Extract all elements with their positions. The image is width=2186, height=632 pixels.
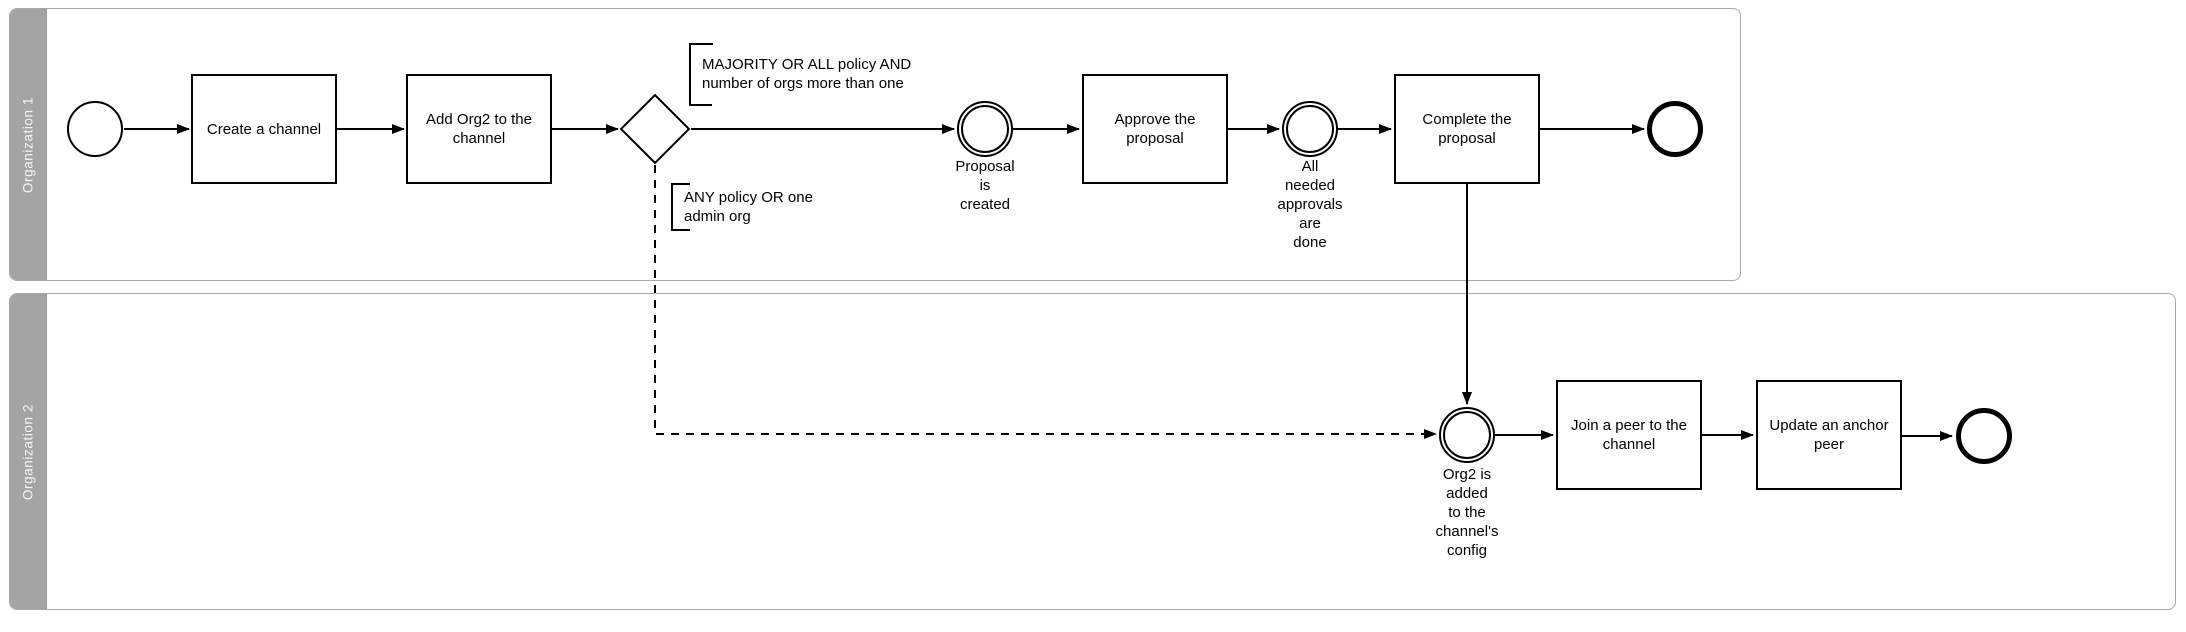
task-complete-proposal-label: Complete the proposal xyxy=(1422,111,1512,147)
task-join-peer: Join a peer to the channel xyxy=(1556,380,1702,490)
task-create-channel-label: Create a channel xyxy=(206,120,322,138)
task-complete-proposal: Complete the proposal xyxy=(1394,74,1540,184)
end-event-org1 xyxy=(1647,101,1703,157)
lane-organization-1-header: Organization 1 xyxy=(10,9,47,280)
task-update-anchor-peer-label: Update an anchor peer xyxy=(1769,417,1889,453)
label-proposal-created: Proposal is created xyxy=(955,158,1015,213)
task-approve-proposal-label: Approve the proposal xyxy=(1114,111,1196,147)
task-add-org2-label: Add Org2 to the channel xyxy=(426,111,532,147)
label-org2-added: Org2 is added to the channel's config xyxy=(1435,466,1499,559)
annotation-majority-policy: MAJORITY OR ALL policy AND number of org… xyxy=(702,56,912,92)
task-create-channel: Create a channel xyxy=(191,74,337,184)
task-update-anchor-peer: Update an anchor peer xyxy=(1756,380,1902,490)
start-event xyxy=(67,101,123,157)
task-approve-proposal: Approve the proposal xyxy=(1082,74,1228,184)
task-join-peer-label: Join a peer to the channel xyxy=(1571,417,1687,453)
annotation-any-policy: ANY policy OR one admin org xyxy=(684,189,813,225)
intermediate-event-approvals-done xyxy=(1282,101,1338,157)
intermediate-event-org2-added xyxy=(1439,407,1495,463)
lane-organization-2-header: Organization 2 xyxy=(10,294,47,609)
task-add-org2: Add Org2 to the channel xyxy=(406,74,552,184)
intermediate-event-proposal-created xyxy=(957,101,1013,157)
annotation-bracket-any xyxy=(671,183,690,231)
label-approvals-done: All needed approvals are done xyxy=(1277,158,1343,251)
end-event-org2 xyxy=(1956,408,2012,464)
annotation-bracket-majority xyxy=(689,43,713,106)
